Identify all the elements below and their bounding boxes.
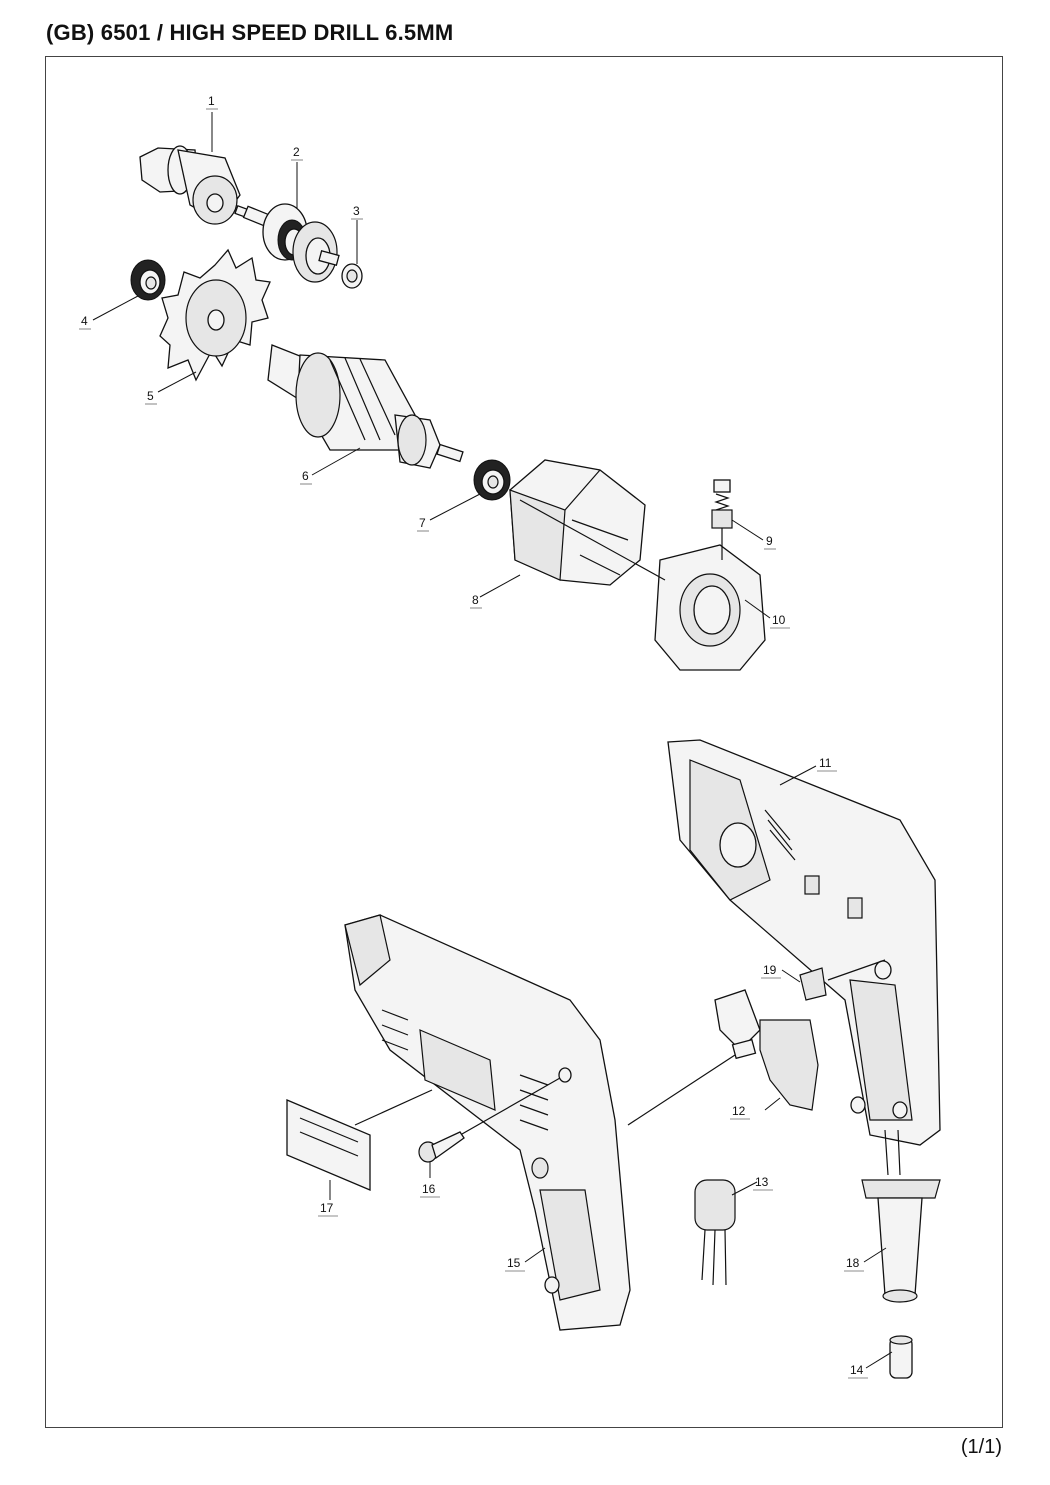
part-label: 15 — [507, 1256, 521, 1270]
part-label: 1 — [208, 94, 215, 108]
name-plate — [286, 1099, 371, 1191]
part-label: 10 — [772, 613, 786, 627]
leader-lines — [92, 112, 893, 1369]
ball-bearing-front — [130, 259, 166, 301]
capacitor — [694, 1179, 736, 1286]
field-stator — [509, 459, 646, 586]
part-label: 5 — [147, 389, 154, 403]
assembly-line-12 — [627, 1054, 736, 1126]
strain-relief — [889, 1335, 913, 1379]
part-label: 8 — [472, 593, 479, 607]
cord-guard — [861, 1129, 941, 1303]
part-label: 16 — [422, 1182, 436, 1196]
part-label: 18 — [846, 1256, 860, 1270]
assembly-line-16 — [461, 1077, 561, 1135]
switch-clip — [799, 967, 827, 1001]
part-label: 19 — [763, 963, 777, 977]
diagram-frame — [45, 56, 1003, 1428]
switch — [714, 989, 819, 1111]
part-label: 11 — [819, 756, 832, 770]
armature — [267, 344, 464, 469]
assembly-line-19 — [827, 959, 886, 981]
part-label: 17 — [320, 1201, 334, 1215]
carbon-brush — [711, 479, 733, 529]
assembly-line-17 — [354, 1089, 433, 1126]
part-label: 3 — [353, 204, 360, 218]
part-label: 6 — [302, 469, 309, 483]
part-labels: 1 2 3 4 5 6 7 8 9 10 11 12 13 14 15 16 1… — [79, 94, 868, 1379]
ball-bearing-rear — [473, 459, 511, 501]
tapping-screw — [418, 1131, 465, 1163]
part-label: 14 — [850, 1363, 864, 1377]
page-number: (1/1) — [960, 1436, 1002, 1458]
drill-chuck — [139, 145, 252, 225]
part-label: 9 — [766, 534, 773, 548]
part-label: 2 — [293, 145, 300, 159]
page-title: (GB) 6501 / HIGH SPEED DRILL 6.5MM — [46, 20, 454, 45]
brush-holder — [654, 544, 766, 671]
housing-left — [344, 914, 631, 1331]
part-label: 4 — [81, 314, 88, 328]
housing-right — [667, 739, 941, 1146]
part-label: 7 — [419, 516, 426, 530]
bushing — [341, 263, 363, 289]
assembly-line-8-10 — [519, 499, 666, 581]
fan — [159, 248, 271, 382]
part-label: 12 — [732, 1104, 746, 1118]
gear-assembly — [242, 203, 340, 283]
part-label: 13 — [755, 1175, 769, 1189]
